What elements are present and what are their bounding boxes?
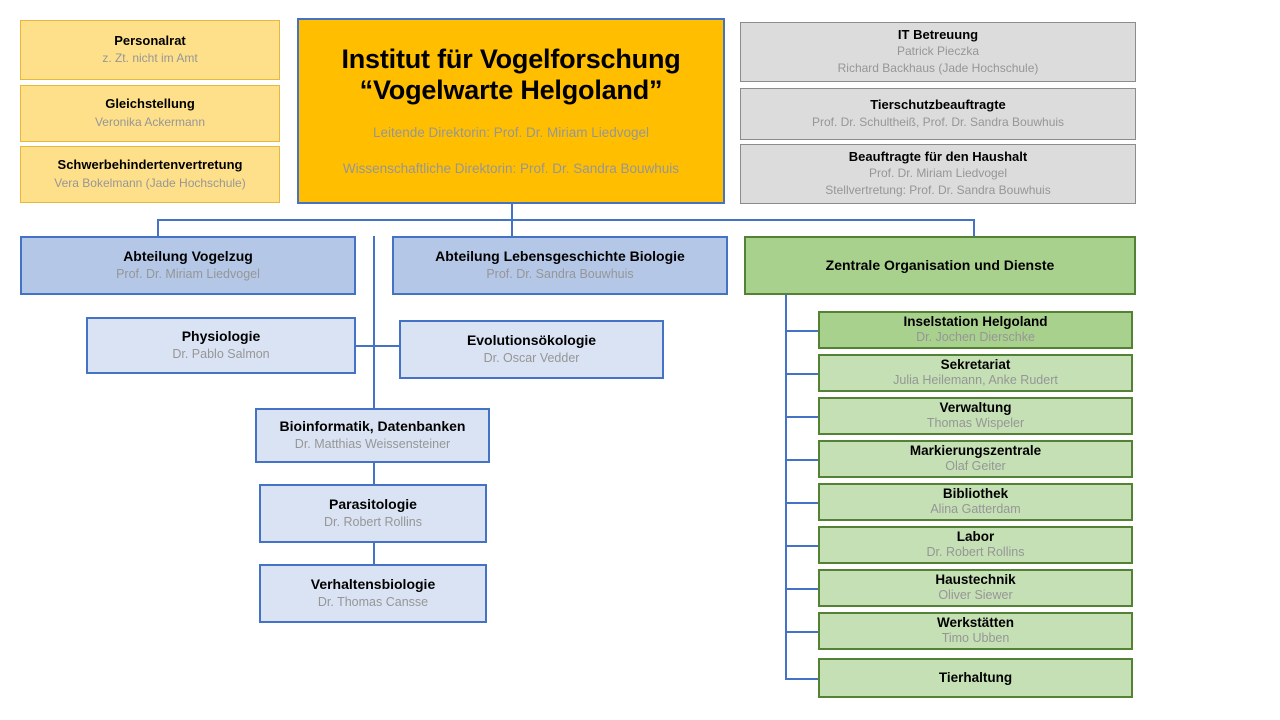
department-box-lebensgeschichte-biologie[interactable]: Abteilung Lebensgeschichte Biologie Prof… bbox=[392, 236, 728, 295]
staff-subtitle: Vera Bokelmann (Jade Hochschule) bbox=[54, 175, 246, 190]
department-title: Abteilung Vogelzug bbox=[123, 248, 253, 265]
connector-services-stub-8 bbox=[785, 631, 819, 633]
services-row-title: Markierungszentrale bbox=[909, 442, 1042, 458]
department-subtitle: Prof. Dr. Miriam Liedvogel bbox=[116, 267, 260, 282]
officer-box-tierschutzbeauftragte[interactable]: Tierschutzbeauftragte Prof. Dr. Schulthe… bbox=[740, 88, 1136, 140]
group-subtitle: Dr. Oscar Vedder bbox=[483, 351, 580, 366]
officer-box-it-betreuung[interactable]: IT Betreuung Patrick Pieczka Richard Bac… bbox=[740, 22, 1136, 82]
group-box-parasitologie[interactable]: Parasitologie Dr. Robert Rollins bbox=[259, 484, 487, 543]
services-row-labor[interactable]: Labor Dr. Robert Rollins bbox=[818, 526, 1133, 564]
connector-services-stub-7 bbox=[785, 588, 819, 590]
services-row-verwaltung[interactable]: Verwaltung Thomas Wispeler bbox=[818, 397, 1133, 435]
services-row-title: Labor bbox=[956, 528, 995, 544]
connector-services-stub-9 bbox=[785, 678, 819, 680]
group-subtitle: Dr. Pablo Salmon bbox=[172, 347, 270, 362]
institute-leadership-line2: Wissenschaftliche Direktorin: Prof. Dr. … bbox=[342, 160, 680, 176]
institute-box[interactable]: Institut für Vogelforschung “Vogelwarte … bbox=[297, 18, 725, 204]
group-title: Evolutionsökologie bbox=[466, 332, 597, 349]
staff-subtitle: Veronika Ackermann bbox=[94, 114, 206, 129]
connector-group-spine bbox=[373, 236, 375, 411]
services-row-subtitle: Alina Gatterdam bbox=[930, 502, 1021, 517]
staff-title: Gleichstellung bbox=[105, 96, 195, 112]
connector-bus-to-services bbox=[973, 219, 975, 236]
services-row-title: Tierhaltung bbox=[938, 670, 1013, 686]
group-title: Parasitologie bbox=[329, 496, 417, 513]
services-row-bibliothek[interactable]: Bibliothek Alina Gatterdam bbox=[818, 483, 1133, 521]
institute-leadership-line1: Leitende Direktorin: Prof. Dr. Miriam Li… bbox=[372, 125, 650, 141]
connector-parasitologie-to-verhalten bbox=[373, 543, 375, 564]
services-row-haustechnik[interactable]: Haustechnik Oliver Siewer bbox=[818, 569, 1133, 607]
services-row-subtitle: Oliver Siewer bbox=[938, 588, 1013, 603]
group-title: Bioinformatik, Datenbanken bbox=[279, 418, 466, 435]
services-row-subtitle: Thomas Wispeler bbox=[926, 416, 1025, 431]
services-row-markierungszentrale[interactable]: Markierungszentrale Olaf Geiter bbox=[818, 440, 1133, 478]
institute-name-line2: “Vogelwarte Helgoland” bbox=[359, 75, 663, 106]
officer-subtitle-1: Patrick Pieczka bbox=[896, 44, 980, 59]
connector-bioinformatik-to-parasitologie bbox=[373, 463, 375, 484]
services-row-tierhaltung[interactable]: Tierhaltung bbox=[818, 658, 1133, 698]
group-box-verhaltensbiologie[interactable]: Verhaltensbiologie Dr. Thomas Cansse bbox=[259, 564, 487, 623]
connector-services-spine bbox=[785, 295, 787, 680]
services-row-werkstaetten[interactable]: Werkstätten Timo Ubben bbox=[818, 612, 1133, 650]
connector-services-stub-2 bbox=[785, 373, 819, 375]
connector-services-stub-6 bbox=[785, 545, 819, 547]
department-subtitle: Prof. Dr. Sandra Bouwhuis bbox=[486, 267, 634, 282]
staff-box-schwerbehindertenvertretung[interactable]: Schwerbehindertenvertretung Vera Bokelma… bbox=[20, 146, 280, 203]
connector-main-bus bbox=[157, 219, 975, 221]
services-row-subtitle: Timo Ubben bbox=[941, 631, 1010, 646]
officer-subtitle-2: Stellvertretung: Prof. Dr. Sandra Bouwhu… bbox=[825, 183, 1051, 198]
officer-subtitle-2: Richard Backhaus (Jade Hochschule) bbox=[837, 61, 1039, 76]
officer-title: Beauftragte für den Haushalt bbox=[848, 148, 1028, 164]
services-row-title: Bibliothek bbox=[942, 485, 1009, 501]
services-row-title: Haustechnik bbox=[935, 571, 1016, 587]
group-title: Physiologie bbox=[181, 328, 261, 345]
staff-title: Personalrat bbox=[114, 32, 186, 48]
services-row-sekretariat[interactable]: Sekretariat Julia Heilemann, Anke Rudert bbox=[818, 354, 1133, 392]
department-box-vogelzug[interactable]: Abteilung Vogelzug Prof. Dr. Miriam Lied… bbox=[20, 236, 356, 295]
staff-box-gleichstellung[interactable]: Gleichstellung Veronika Ackermann bbox=[20, 85, 280, 142]
officer-title: IT Betreuung bbox=[897, 26, 979, 42]
services-row-subtitle: Dr. Robert Rollins bbox=[926, 545, 1025, 560]
services-row-subtitle: Dr. Jochen Dierschke bbox=[916, 330, 1035, 345]
group-subtitle: Dr. Thomas Cansse bbox=[317, 595, 429, 610]
group-box-evolutionsoekologie[interactable]: Evolutionsökologie Dr. Oscar Vedder bbox=[399, 320, 664, 379]
services-row-title: Sekretariat bbox=[940, 356, 1011, 372]
staff-title: Schwerbehindertenvertretung bbox=[57, 157, 243, 173]
staff-subtitle: z. Zt. nicht im Amt bbox=[102, 51, 198, 66]
services-row-inselstation-helgoland[interactable]: Inselstation Helgoland Dr. Jochen Diersc… bbox=[818, 311, 1133, 349]
connector-services-stub-3 bbox=[785, 416, 819, 418]
connector-institute-down bbox=[511, 203, 513, 221]
officer-subtitle-1: Prof. Dr. Miriam Liedvogel bbox=[868, 166, 1008, 181]
services-row-subtitle: Olaf Geiter bbox=[945, 459, 1006, 474]
services-row-title: Inselstation Helgoland bbox=[903, 313, 1048, 329]
connector-bus-to-dept1 bbox=[157, 219, 159, 236]
group-box-physiologie[interactable]: Physiologie Dr. Pablo Salmon bbox=[86, 317, 356, 374]
services-head-box[interactable]: Zentrale Organisation und Dienste bbox=[744, 236, 1136, 295]
services-row-title: Verwaltung bbox=[939, 399, 1012, 415]
connector-spine-to-evolution bbox=[373, 345, 400, 347]
connector-spine-to-physiologie bbox=[355, 345, 375, 347]
group-title: Verhaltensbiologie bbox=[310, 576, 436, 593]
staff-box-personalrat[interactable]: Personalrat z. Zt. nicht im Amt bbox=[20, 20, 280, 80]
connector-services-stub-5 bbox=[785, 502, 819, 504]
department-title: Abteilung Lebensgeschichte Biologie bbox=[435, 248, 685, 265]
group-subtitle: Dr. Matthias Weissensteiner bbox=[294, 437, 451, 452]
connector-services-stub-4 bbox=[785, 459, 819, 461]
officer-subtitle-1: Prof. Dr. Schultheiß, Prof. Dr. Sandra B… bbox=[811, 114, 1065, 129]
services-row-subtitle: Julia Heilemann, Anke Rudert bbox=[893, 373, 1058, 388]
officer-box-beauftragte-haushalt[interactable]: Beauftragte für den Haushalt Prof. Dr. M… bbox=[740, 144, 1136, 204]
connector-bus-to-dept2 bbox=[511, 219, 513, 236]
services-row-title: Werkstätten bbox=[936, 614, 1015, 630]
services-head-title: Zentrale Organisation und Dienste bbox=[825, 257, 1055, 274]
officer-title: Tierschutzbeauftragte bbox=[870, 97, 1006, 113]
group-subtitle: Dr. Robert Rollins bbox=[324, 515, 422, 530]
group-box-bioinformatik-datenbanken[interactable]: Bioinformatik, Datenbanken Dr. Matthias … bbox=[255, 408, 490, 463]
connector-services-stub-1 bbox=[785, 330, 819, 332]
institute-name-line1: Institut für Vogelforschung bbox=[341, 43, 681, 74]
